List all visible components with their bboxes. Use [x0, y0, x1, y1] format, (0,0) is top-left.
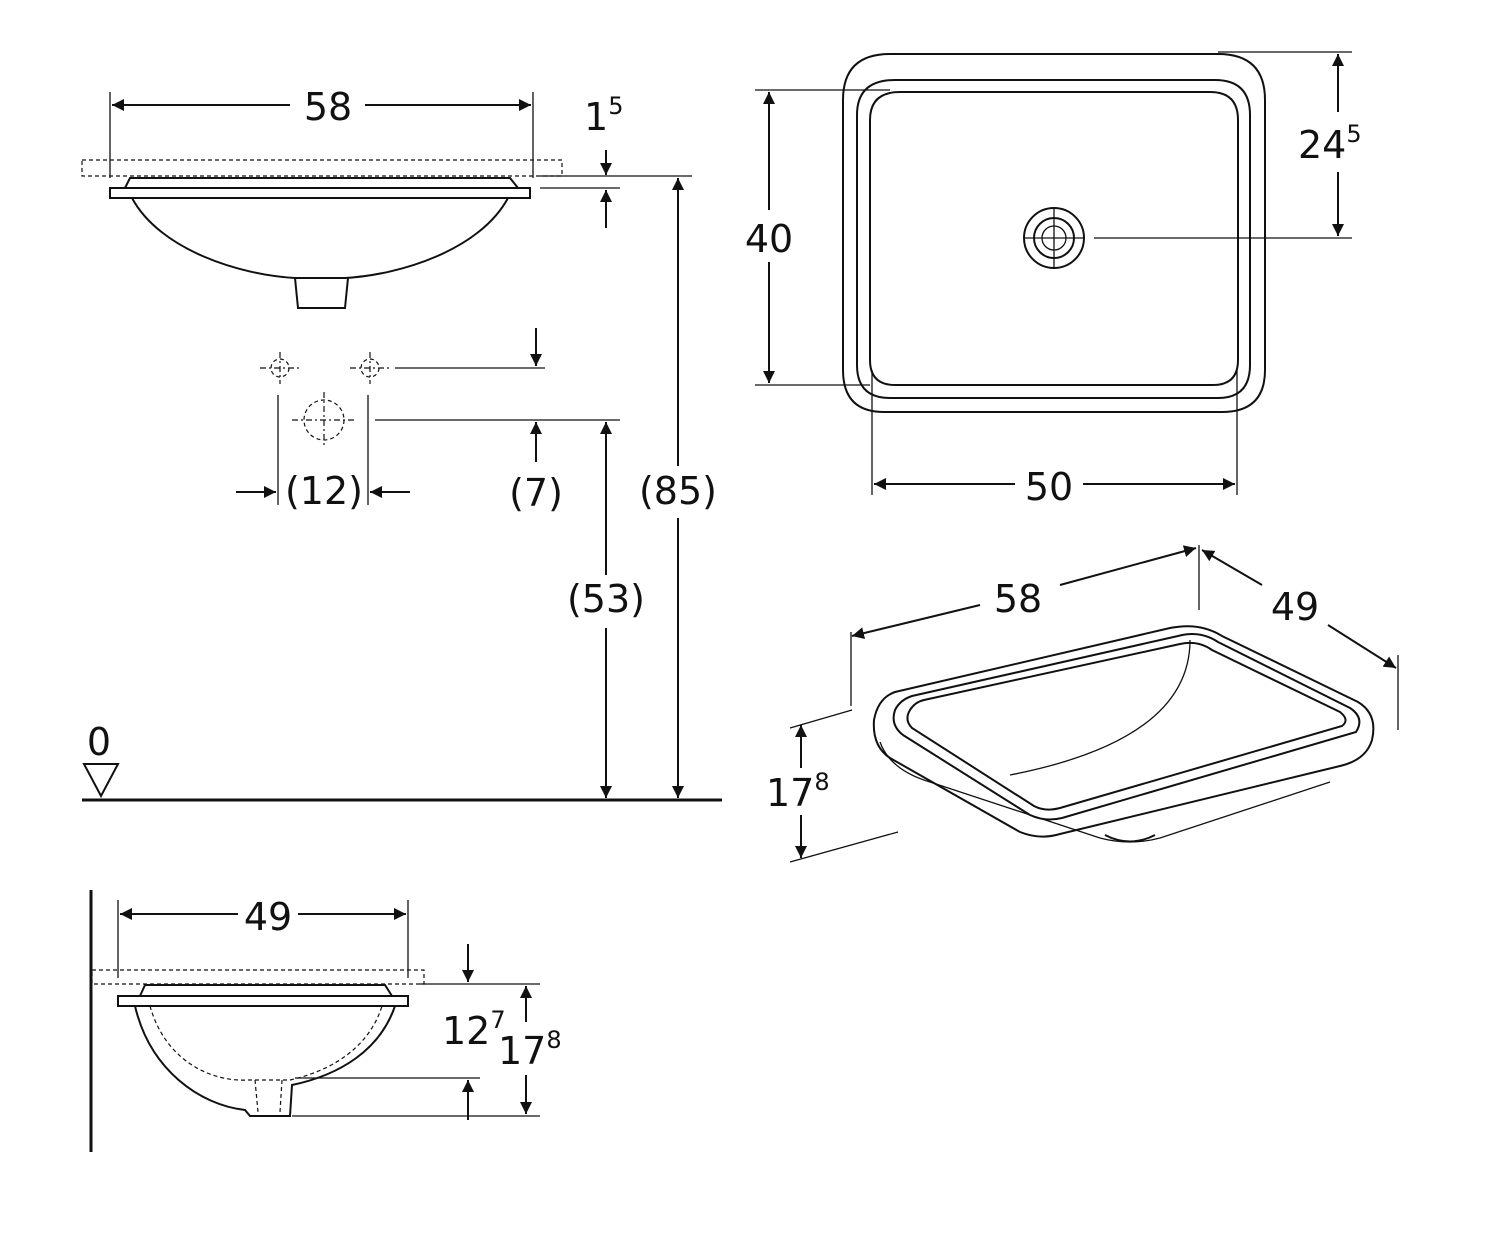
basin-bowl: [131, 197, 509, 279]
waste-height-label: (53): [567, 577, 645, 621]
floor-level-label: 0: [87, 720, 111, 764]
waste-hidden: [254, 1079, 283, 1113]
countertop-outline: [81, 159, 563, 177]
iso-depth-label: 49: [1271, 585, 1319, 629]
center-tap-hole: [292, 392, 356, 448]
floor-level-symbol: [82, 763, 120, 799]
tap-offset-label: (7): [509, 471, 563, 515]
tap-hole-right: [350, 352, 390, 384]
tap-hole-left: [260, 352, 300, 384]
basin-rim-top: [139, 984, 393, 997]
rim-thickness-label: 15: [584, 92, 623, 139]
waste-outlet: [294, 277, 349, 309]
iso-width-label: 58: [994, 577, 1042, 621]
basin-outer-rim: [842, 53, 1266, 413]
ext-line: [789, 831, 899, 863]
dim-arrow: [1059, 545, 1197, 586]
tap-spacing-label: (12): [285, 469, 363, 513]
bowl-contour: [1009, 639, 1191, 776]
basin-underside: [879, 741, 1331, 843]
side-view: 49 127 178: [89, 890, 562, 1152]
front-width-label: 58: [304, 85, 352, 129]
drain-icon: [1023, 207, 1085, 269]
basin-inner-rim: [892, 633, 1361, 821]
plan-width-label: 50: [1025, 465, 1073, 509]
waste-outlet: [1104, 834, 1156, 843]
dim-arrow: [1201, 549, 1263, 586]
iso-height-label: 178: [766, 768, 830, 815]
basin-bowl-edge: [906, 641, 1347, 811]
dim-arrow: [1327, 624, 1397, 669]
basin-rim: [109, 187, 531, 199]
basin-bowl-edge: [869, 91, 1239, 386]
isometric-view: 58 49 178: [766, 545, 1399, 863]
basin-rim: [117, 995, 409, 1007]
rim-height-label: (85): [639, 469, 717, 513]
side-bowl-depth-label: 127: [442, 1006, 506, 1053]
basin-inner-rim: [856, 79, 1251, 399]
basin-rim-top: [124, 177, 519, 189]
basin-bowl: [134, 1005, 396, 1117]
dim-arrow: [851, 604, 981, 640]
countertop-outline: [91, 969, 425, 985]
bowl-inner-hidden: [149, 1005, 383, 1081]
ext-line: [789, 709, 853, 729]
basin-outer-rim: [872, 625, 1375, 838]
side-width-label: 49: [244, 895, 292, 939]
side-total-height-label: 178: [498, 1026, 562, 1073]
plan-view: 40 50 245: [745, 51, 1362, 509]
drain-offset-label: 245: [1298, 120, 1362, 167]
plan-depth-label: 40: [745, 217, 793, 261]
front-view: 58 15 (12): [81, 85, 722, 802]
